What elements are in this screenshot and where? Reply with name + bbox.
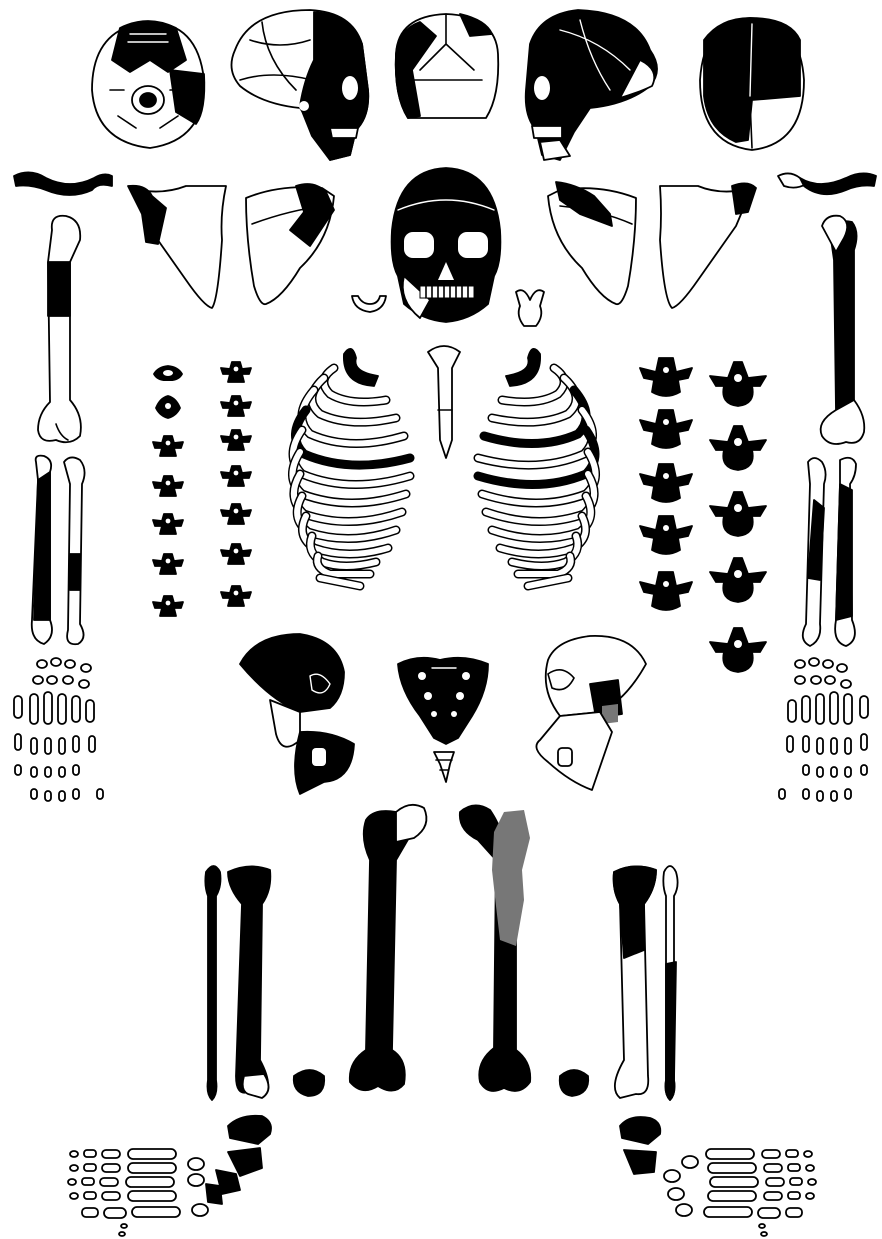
cervical-vertebrae-column-right [153,366,183,616]
hand-right [14,658,103,801]
femur-right [350,805,427,1091]
cranium-inferior-view [92,21,204,148]
scapula-right-posterior [246,184,334,304]
skull-anterior-view [392,168,501,322]
ulna-left [835,458,856,646]
humerus-left [821,216,865,444]
cranium-superior-view [700,18,804,150]
ribs-left [478,349,596,586]
radius-right [64,457,85,644]
cranium-left-lateral-view [526,10,657,160]
cranium-right-lateral-view [231,10,368,160]
patella-right [294,1070,324,1096]
sacrum [398,658,488,744]
tibia-right [228,866,270,1098]
fibula-right [205,866,220,1100]
sternum [428,346,460,458]
clavicle-right [14,172,112,195]
clavicle-left [778,173,876,194]
os-coxae-right [240,634,354,794]
patella-left [560,1070,588,1096]
radius-left [803,458,826,646]
scapula-right-anterior [128,186,226,308]
humerus-right [38,216,81,442]
scapula-left-anterior [660,183,756,308]
thoracic-vertebrae-column-left [640,358,692,610]
lumbar-vertebrae-column-left [710,362,766,672]
cranium-posterior-view [396,14,499,118]
hyoid [352,296,386,312]
thoracic-vertebrae-column-right [221,362,251,606]
os-coxae-left [536,636,646,790]
hand-left [779,658,868,801]
femur-left [460,805,530,1090]
ribs-right [292,349,410,586]
ulna-right [32,456,52,644]
fibula-left [663,866,677,1100]
foot-left [620,1117,816,1236]
tibia-left [614,866,656,1098]
foot-right [68,1116,271,1236]
scapula-left-posterior [548,182,636,304]
thyroid-cartilage [516,290,544,326]
coccyx [434,752,454,782]
